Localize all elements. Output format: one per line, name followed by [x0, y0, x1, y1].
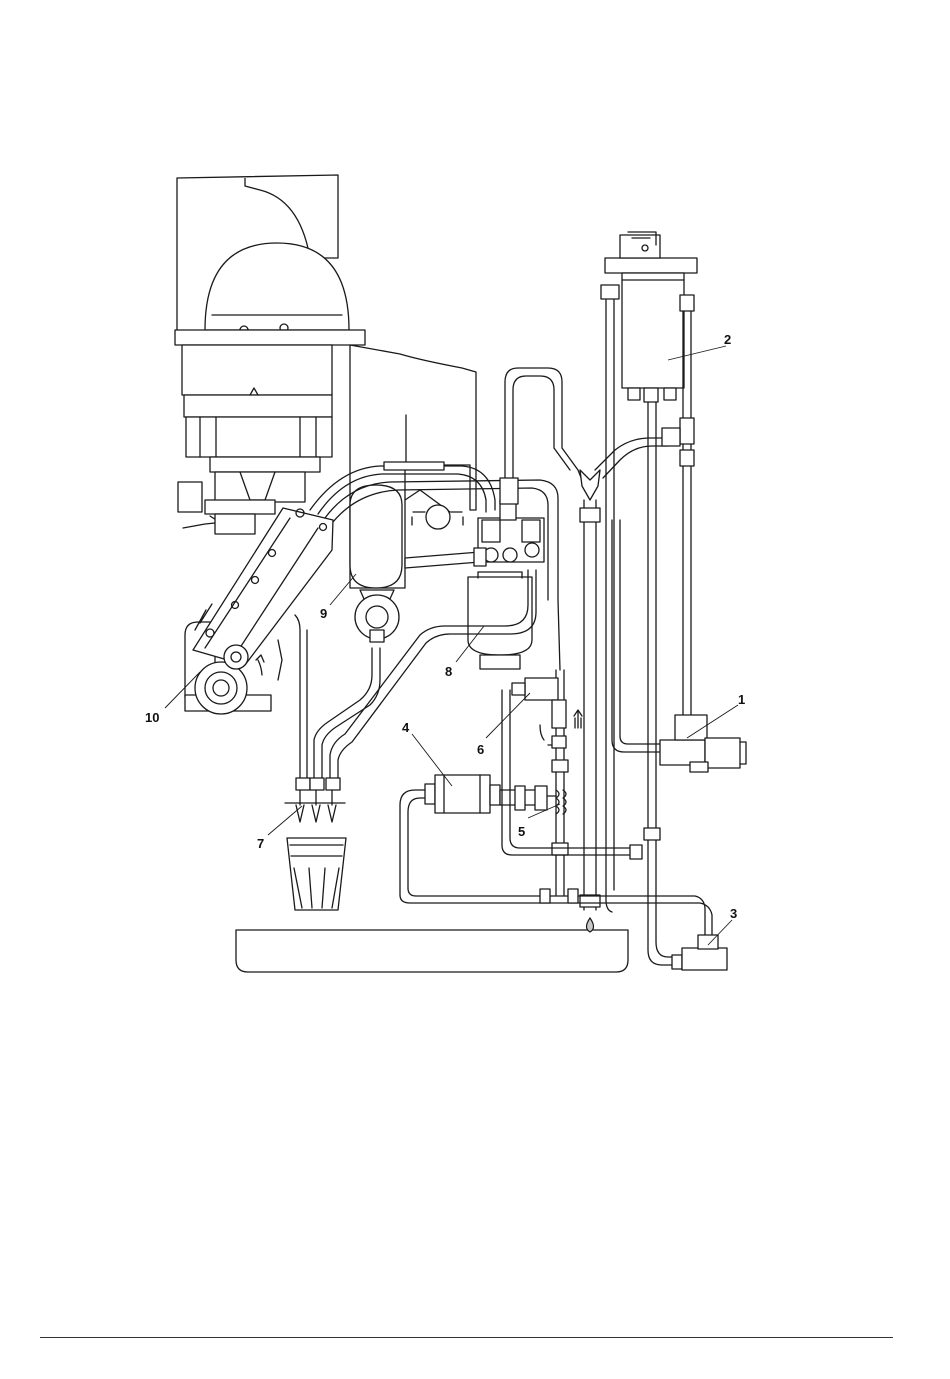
drip-tray	[236, 930, 628, 972]
drain-valve	[672, 935, 727, 970]
callout-5: 5	[518, 824, 525, 839]
callout-8: 8	[445, 664, 452, 679]
drop-icon	[587, 918, 594, 932]
callout-1: 1	[738, 692, 745, 707]
bean-hopper-grinder	[175, 175, 365, 534]
footer-rule	[40, 1337, 893, 1338]
pump	[400, 775, 566, 895]
brewing-unit	[185, 508, 333, 714]
check-valve	[512, 678, 582, 748]
dispensing-spout	[285, 790, 346, 910]
callout-3: 3	[730, 906, 737, 921]
callout-4: 4	[402, 720, 410, 735]
callout-6: 6	[477, 742, 484, 757]
callout-7: 7	[257, 836, 264, 851]
callout-9: 9	[320, 606, 327, 621]
solenoid-valve	[660, 715, 746, 772]
valve-block	[468, 500, 544, 669]
callout-10: 10	[145, 710, 159, 725]
callout-2: 2	[724, 332, 731, 347]
boiler-tank	[350, 345, 476, 642]
